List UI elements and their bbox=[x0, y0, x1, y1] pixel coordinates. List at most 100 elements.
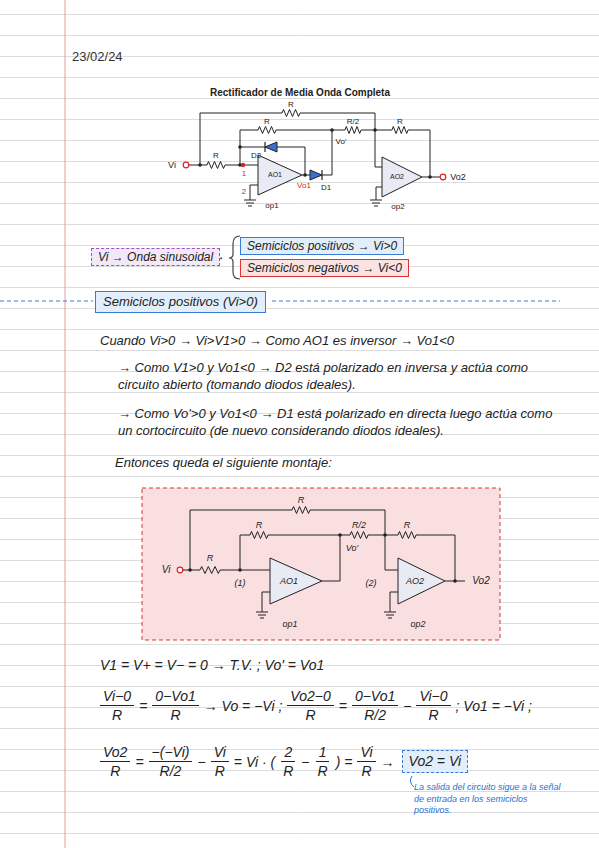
leader-line bbox=[410, 776, 414, 787]
figure-title: Rectificador de Media Onda Completa bbox=[210, 87, 390, 99]
equation-term: = bbox=[139, 698, 147, 714]
denominator: R bbox=[167, 706, 183, 723]
wire bbox=[302, 175, 310, 176]
node-label: Vo' bbox=[346, 543, 358, 553]
note-text: → Como V1>0 y Vo1<0 → D2 está polarizado… bbox=[118, 360, 558, 394]
fraction: 1R bbox=[315, 744, 331, 779]
fraction: ViR bbox=[357, 744, 375, 779]
fraction: 2R bbox=[280, 744, 296, 779]
signal-name: Vo2 bbox=[450, 172, 466, 182]
numerator: −(−Vi) bbox=[149, 744, 193, 762]
node-text: Vo2 = Vi bbox=[409, 753, 462, 769]
terminal bbox=[177, 567, 183, 573]
circuit-region bbox=[142, 488, 500, 640]
fraction: ViR bbox=[211, 744, 229, 779]
signal-name: Vo2 bbox=[472, 575, 489, 587]
node-text: Semiciclos negativos → Vi<0 bbox=[247, 261, 402, 275]
terminal bbox=[183, 162, 189, 168]
ground-symbol bbox=[370, 200, 382, 201]
equation-row: Vo2R=−(−Vi)R/2−ViR= Vi · (2R−1R) =ViR→Vo… bbox=[100, 744, 468, 779]
opamp-name: op1 bbox=[282, 619, 297, 629]
resistor-symbol bbox=[200, 567, 220, 574]
numerator: 1 bbox=[316, 744, 330, 762]
node-number: 2 bbox=[242, 187, 246, 196]
denominator: R bbox=[425, 706, 441, 723]
diode-symbol bbox=[310, 170, 322, 180]
ground-symbol bbox=[258, 615, 266, 616]
equation-term: − bbox=[403, 698, 411, 714]
wire bbox=[322, 581, 340, 582]
fraction: Vi−0R bbox=[416, 688, 450, 723]
category-box: Semiciclos negativos → Vi<0 bbox=[240, 259, 409, 277]
node-text: Vi → Onda sinusoidal bbox=[98, 250, 213, 264]
resistor-label: R/2 bbox=[352, 520, 366, 530]
resistor-symbol bbox=[282, 110, 300, 117]
resistor-symbol bbox=[392, 127, 408, 134]
resistor-symbol bbox=[398, 532, 416, 539]
wire bbox=[375, 167, 382, 168]
ground-symbol bbox=[248, 206, 252, 207]
wire bbox=[200, 113, 201, 165]
fraction: −(−Vi)R/2 bbox=[149, 744, 193, 779]
resistor-symbol bbox=[207, 162, 225, 169]
fraction: Vi−0R bbox=[100, 688, 134, 723]
equation-term: − bbox=[197, 754, 205, 770]
node-dashed-box: Vi → Onda sinusoidal bbox=[91, 248, 220, 266]
opamp-label: AO2 bbox=[390, 173, 404, 181]
brace bbox=[229, 236, 240, 279]
ground-symbol bbox=[386, 615, 394, 616]
wire bbox=[368, 535, 385, 536]
wire bbox=[277, 147, 305, 148]
equation: V1 = V+ = V− = 0 → T.V. ; Vo' = Vo1 bbox=[100, 656, 570, 674]
opamp-symbol bbox=[398, 558, 445, 604]
wire bbox=[220, 570, 270, 571]
margin-line bbox=[65, 0, 66, 848]
denominator: R bbox=[302, 706, 318, 723]
resistor-label: R/2 bbox=[347, 117, 359, 126]
denominator: R/2 bbox=[361, 706, 389, 723]
node-number: (2) bbox=[366, 578, 377, 588]
resistor-label: R bbox=[213, 151, 219, 160]
wire bbox=[310, 510, 385, 511]
opamp-label: AO1 bbox=[268, 171, 282, 179]
wire bbox=[455, 535, 456, 581]
wire bbox=[250, 185, 251, 200]
resistor-symbol bbox=[345, 127, 361, 134]
denominator: R bbox=[212, 762, 228, 779]
wire bbox=[408, 130, 430, 131]
wire bbox=[200, 113, 282, 114]
diode-bar bbox=[264, 142, 265, 152]
wire bbox=[385, 510, 386, 570]
denominator: R bbox=[109, 706, 125, 723]
wire bbox=[361, 130, 375, 131]
resistor-symbol bbox=[292, 507, 310, 514]
wire bbox=[189, 165, 207, 166]
wire bbox=[375, 113, 376, 167]
wire bbox=[332, 130, 345, 131]
resistor-label: R bbox=[298, 495, 305, 505]
resistor-label: R bbox=[397, 117, 403, 126]
fraction: Vo2R bbox=[100, 744, 130, 779]
denominator: R bbox=[280, 762, 296, 779]
opamp-name: op2 bbox=[391, 202, 404, 211]
numerator: Vi bbox=[357, 744, 375, 762]
denominator: R bbox=[358, 762, 374, 779]
numerator: 0−Vo1 bbox=[152, 688, 198, 706]
opamp-name: op2 bbox=[410, 619, 425, 629]
wire bbox=[430, 130, 431, 177]
opamp-symbol bbox=[270, 558, 322, 604]
equation-row: Vi−0R=0−Vo1R→ Vo = −Vi ;Vo2−0R=0−Vo1R/2−… bbox=[100, 688, 532, 723]
diode-label: D1 bbox=[321, 183, 331, 192]
numerator: 0−Vo1 bbox=[352, 688, 398, 706]
equation-term: ) = bbox=[336, 754, 353, 770]
equation-term: → Vo = −Vi ; bbox=[204, 698, 283, 714]
ground-symbol bbox=[260, 618, 264, 619]
node-text: Semiciclos positivos → Vi>0 bbox=[247, 239, 397, 253]
note-text: Cuando Vi>0 → Vi>V1>0 → Como AO1 es inve… bbox=[100, 333, 570, 350]
section-heading-box: Semiciclos positivos (Vi>0) bbox=[95, 291, 266, 313]
equation-term: = bbox=[135, 754, 143, 770]
wire bbox=[416, 535, 455, 536]
wire bbox=[262, 592, 263, 612]
numerator: Vi−0 bbox=[100, 688, 134, 706]
